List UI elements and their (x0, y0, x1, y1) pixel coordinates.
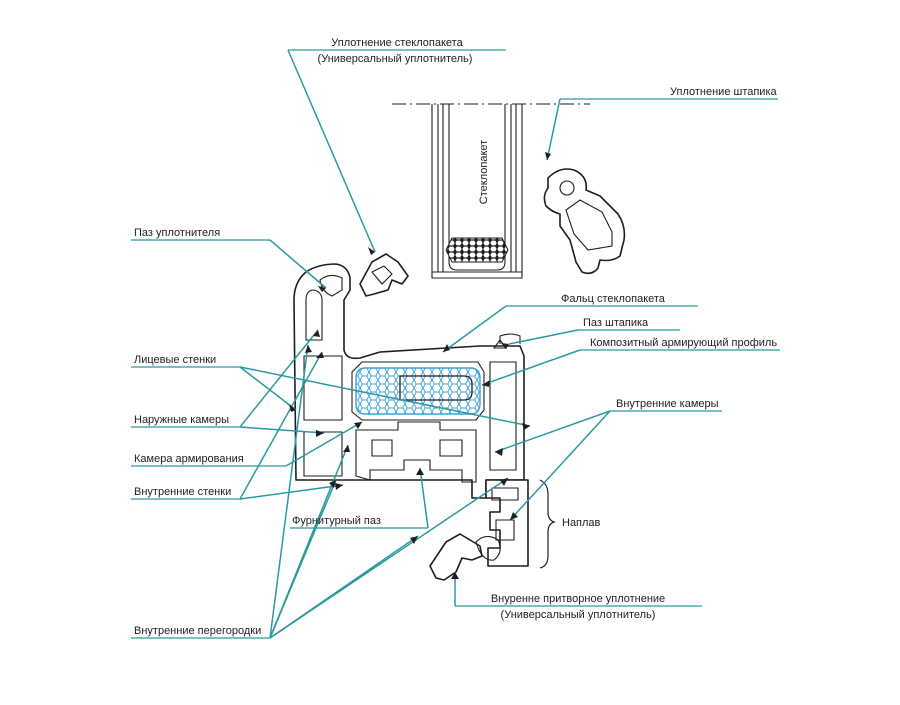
arrowheads (289, 152, 551, 579)
glazing-bead (543, 168, 626, 275)
label-front-walls: Лицевые стенки (134, 354, 216, 366)
sash-seal (429, 533, 501, 581)
label-inner-walls: Внутренние стенки (134, 486, 231, 498)
overlap-profile (485, 479, 529, 567)
glass-unit: Стеклопакет (392, 103, 590, 279)
label-inner-partitions: Внутренние перегородки (134, 625, 261, 637)
label-glass-rebate: Фальц стеклопакета (561, 293, 666, 305)
label-overlap: Наплав (562, 517, 601, 529)
label-inner-chambers: Внутренние камеры (616, 398, 719, 410)
label-seal-groove: Паз уплотнителя (134, 227, 220, 239)
label-outer-chambers: Наружные камеры (134, 414, 229, 426)
glass-unit-label: Стеклопакет (478, 140, 490, 204)
label-glass-seal: Уплотнение стеклопакета (331, 37, 463, 49)
label-bead-groove: Паз штапика (583, 317, 649, 329)
label-inner-sash-seal-sub: (Универсальный уплотнитель) (501, 609, 656, 621)
label-glass-seal-sub: (Универсальный уплотнитель) (318, 53, 473, 65)
label-bead-seal: Уплотнение штапика (670, 86, 778, 98)
label-reinforcement-chamber: Камера армирования (134, 453, 244, 465)
label-inner-sash-seal: Внуренне притворное уплотнение (491, 593, 665, 605)
label-composite-reinforcement: Композитный армирующий профиль (590, 337, 777, 349)
label-hardware-groove: Фурнитурный паз (292, 515, 381, 527)
overlap-bracket (539, 479, 556, 569)
composite-reinforcement (355, 367, 481, 415)
desiccant-area (445, 237, 509, 263)
glass-seal (359, 253, 409, 297)
glass-outline (431, 104, 523, 279)
